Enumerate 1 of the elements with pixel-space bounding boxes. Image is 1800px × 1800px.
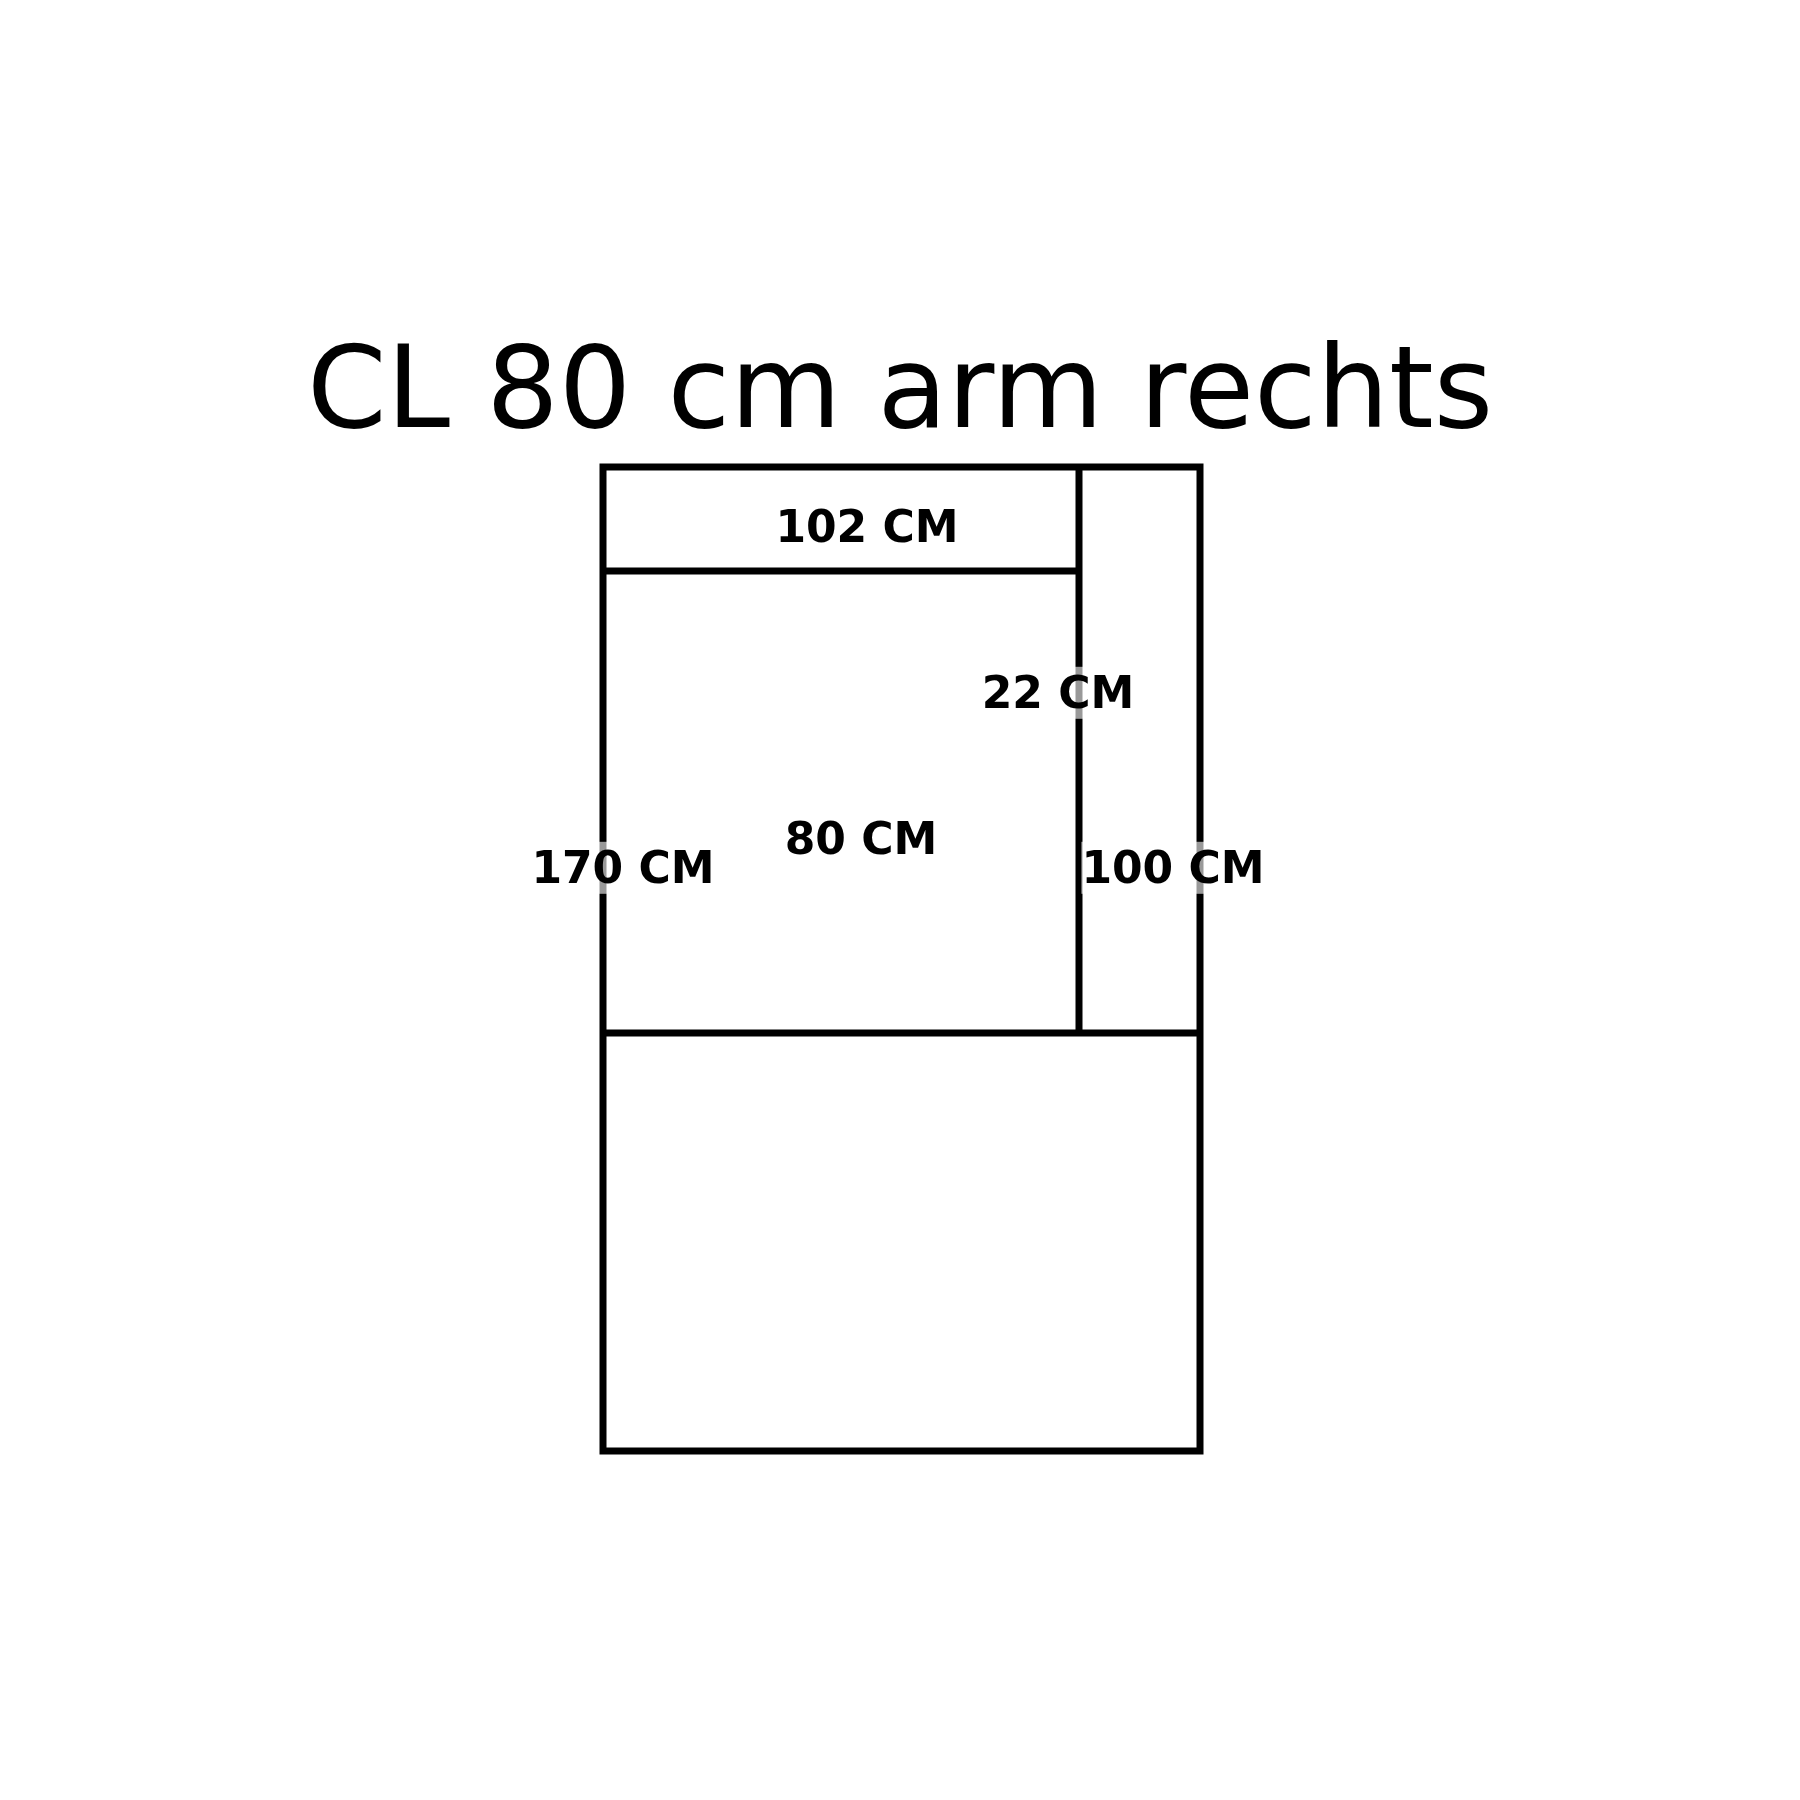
title: CL 80 cm arm rechts	[305, 320, 1495, 456]
